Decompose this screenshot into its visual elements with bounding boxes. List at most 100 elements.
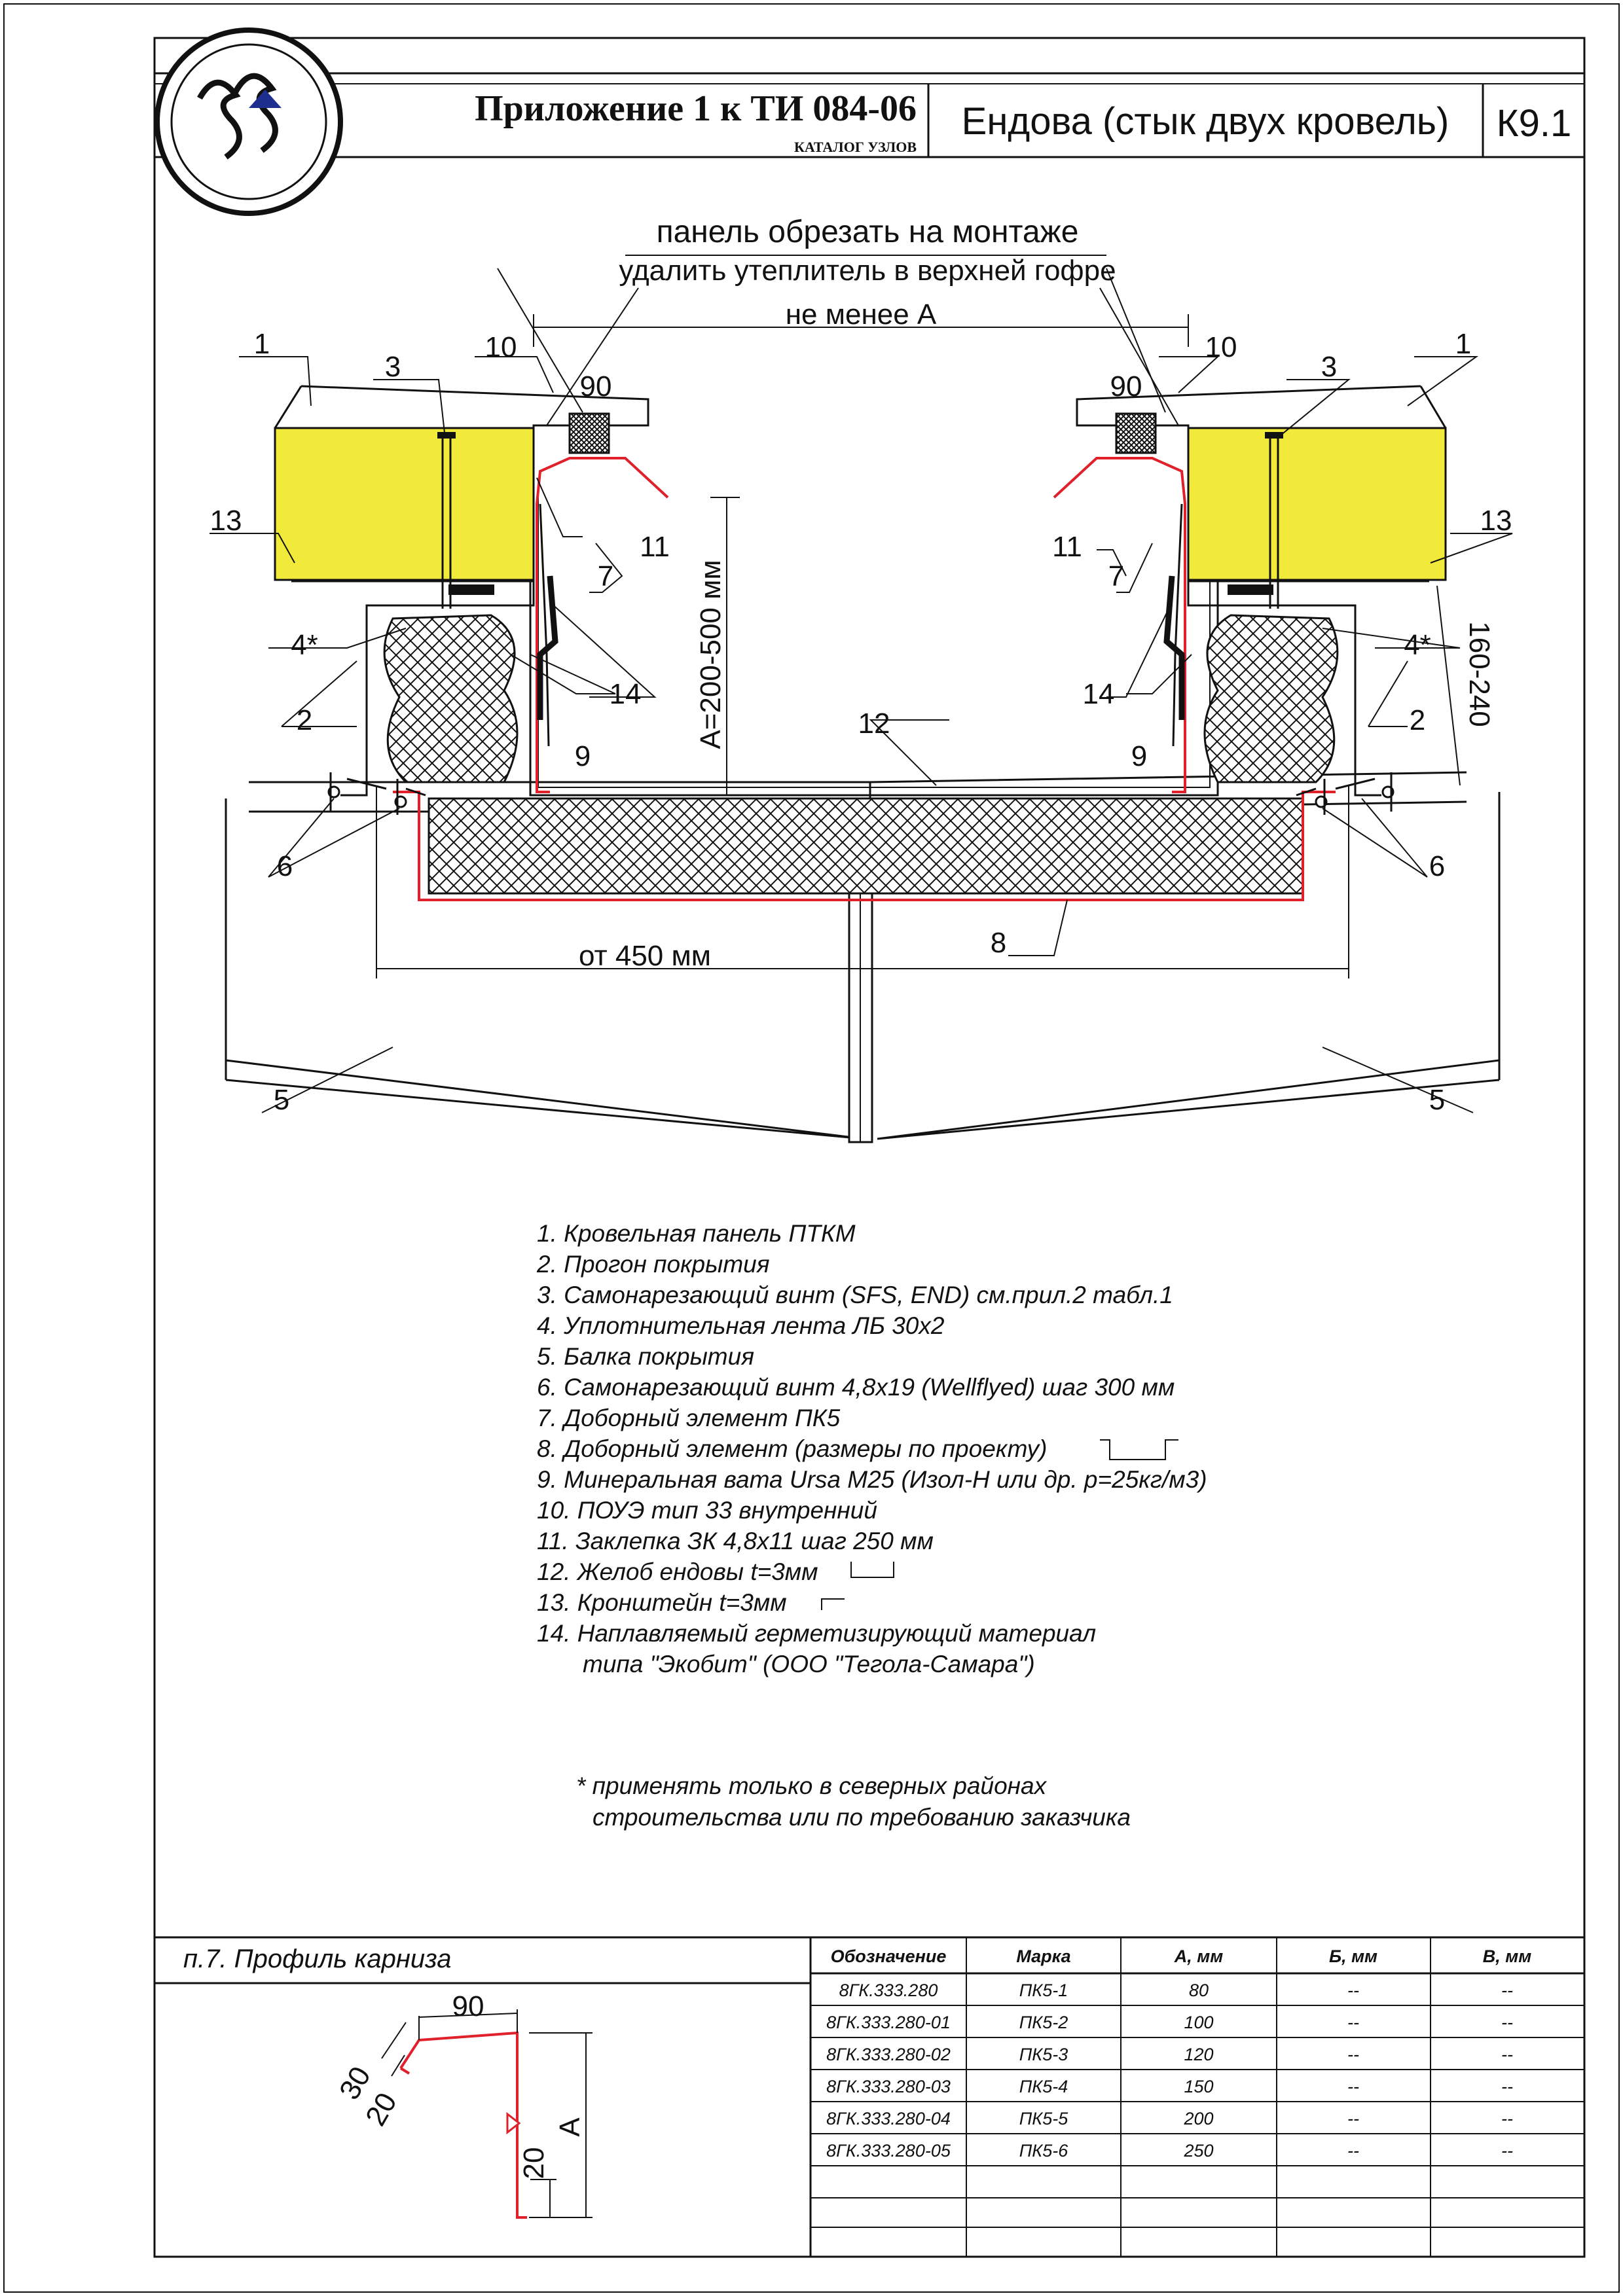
table-cell: -- (1347, 2013, 1359, 2032)
profile-dim-20-bottom: 20 (518, 2147, 550, 2179)
legend-item: 13. Кронштейн t=3мм (537, 1589, 787, 1616)
legend-item: 11. Заклепка ЗК 4,8х11 шаг 250 мм (537, 1528, 934, 1554)
table-cell: 8ГК.333.280-02 (826, 2045, 951, 2064)
table-header: В, мм (1483, 1946, 1531, 1966)
left-sandwich-panel (274, 427, 535, 581)
table-cell: 120 (1184, 2045, 1213, 2064)
legend-item: 12. Желоб ендовы t=3мм (537, 1558, 818, 1585)
company-logo (155, 27, 343, 216)
legend-symbol-13 (821, 1598, 845, 1610)
table-row: 8ГК.333.280-03 ПК5-4 150 -- -- (826, 2077, 1513, 2096)
left-roof-assembly (274, 385, 669, 815)
table-cell: 8ГК.333.280-04 (826, 2109, 951, 2128)
callout-6-left: 6 (277, 850, 293, 882)
table-cell: ПК5-5 (1019, 2109, 1068, 2128)
document-title: Приложение 1 к ТИ 084-06 (475, 88, 917, 129)
table-header: А, мм (1174, 1946, 1223, 1966)
callout-10-left: 10 (485, 331, 517, 363)
table-cell: 100 (1184, 2013, 1213, 2032)
legend-item: 2. Прогон покрытия (536, 1251, 770, 1278)
right-seal-tape (1115, 412, 1157, 454)
callout-14-right: 14 (1083, 678, 1115, 710)
legend-symbol-12 (850, 1562, 894, 1578)
table-row: 8ГК.333.280-01 ПК5-2 100 -- -- (826, 2013, 1513, 2032)
dim-a-range: А=200-500 мм (695, 560, 727, 749)
callout-10-right: 10 (1205, 331, 1237, 363)
callout-9-left: 9 (575, 740, 591, 772)
profile-dim-a: А (554, 2117, 586, 2137)
callout-3-right: 3 (1321, 351, 1337, 383)
table-cell: -- (1501, 2141, 1513, 2161)
footnote-line-2: строительства или по требованию заказчик… (593, 1804, 1131, 1831)
callout-labels: 1 3 10 13 4* 2 6 5 11 7 14 9 12 8 1 3 10… (210, 328, 1512, 1116)
table-cell: ПК5-3 (1019, 2045, 1068, 2064)
callout-5-right: 5 (1429, 1084, 1445, 1116)
table-cell: 150 (1184, 2077, 1213, 2096)
dim-not-less-a: не менее А (786, 298, 937, 331)
specification-table: Обозначение Марка А, мм Б, мм В, мм 8ГК.… (811, 1937, 1584, 2257)
table-cell: ПК5-1 (1019, 1981, 1068, 2000)
left-seal-tape (568, 412, 610, 454)
node-code: К9.1 (1497, 102, 1571, 145)
table-row: 8ГК.333.280-05 ПК5-6 250 -- -- (826, 2141, 1513, 2161)
footnote-line-1: * применять только в северных районах (576, 1772, 1048, 1799)
callout-7-left: 7 (598, 560, 613, 592)
table-cell: 8ГК.333.280-01 (826, 2013, 951, 2032)
callout-2-right: 2 (1410, 704, 1425, 736)
table-cell: -- (1347, 2141, 1359, 2161)
callout-13-right: 13 (1480, 505, 1512, 537)
callout-4-right: 4* (1404, 629, 1431, 661)
dim-from-450: от 450 мм (579, 940, 711, 972)
callout-2-left: 2 (297, 704, 312, 736)
leader-lines (210, 255, 1513, 1113)
table-cell: ПК5-6 (1019, 2141, 1068, 2161)
title-block: Приложение 1 к ТИ 084-06 КАТАЛОГ УЗЛОВ Е… (155, 27, 1584, 216)
table-cell: 8ГК.333.280-03 (826, 2077, 951, 2096)
legend-item: 14. Наплавляемый герметизирующий материа… (537, 1620, 1096, 1647)
legend-symbol-8 (1100, 1439, 1178, 1460)
table-cell: 80 (1189, 1981, 1209, 2000)
callout-3-left: 3 (385, 351, 401, 383)
table-cell: -- (1501, 2013, 1513, 2032)
table-cell: -- (1347, 2077, 1359, 2096)
callout-9-right: 9 (1131, 740, 1147, 772)
table-row: 8ГК.333.280 ПК5-1 80 -- -- (839, 1981, 1513, 2000)
table-cell: -- (1347, 2109, 1359, 2128)
table-cell: -- (1501, 2077, 1513, 2096)
legend-item: 7. Доборный элемент ПК5 (537, 1405, 841, 1431)
table-cell: -- (1501, 2045, 1513, 2064)
callout-14-left: 14 (610, 678, 642, 710)
table-header: Б, мм (1329, 1946, 1377, 1966)
legend-item: 5. Балка покрытия (537, 1343, 754, 1370)
legend-item: типа "Экобит" (ООО "Тегола-Самара") (583, 1651, 1035, 1677)
right-mineral-wool (1203, 614, 1339, 783)
document-subtitle: КАТАЛОГ УЗЛОВ (794, 139, 917, 155)
legend-item: 10. ПОУЭ тип 33 внутренний (537, 1497, 877, 1524)
table-row: 8ГК.333.280-02 ПК5-3 120 -- -- (826, 2045, 1513, 2064)
table-cell: 250 (1183, 2141, 1213, 2161)
callout-12: 12 (858, 708, 890, 740)
bottom-section: п.7. Профиль карниза 90 30 20 20 А (155, 1936, 1584, 2257)
table-cell: 8ГК.333.280 (839, 1981, 938, 2000)
table-cell: 200 (1183, 2109, 1213, 2128)
callout-1-left: 1 (254, 328, 270, 360)
table-cell: -- (1347, 1981, 1359, 2000)
callout-7-right: 7 (1108, 560, 1124, 592)
legend-item: 9. Минеральная вата Ursa M25 (Изол-Н или… (537, 1466, 1207, 1493)
table-row: 8ГК.333.280-04 ПК5-5 200 -- -- (826, 2109, 1513, 2128)
right-sandwich-panel (1187, 427, 1447, 581)
callout-5-left: 5 (274, 1084, 289, 1116)
table-header: Обозначение (831, 1946, 947, 1966)
callout-11-right: 11 (1052, 531, 1082, 563)
legend-item: 3. Самонарезающий винт (SFS, END) см.при… (537, 1282, 1173, 1308)
legend-item: 4. Уплотнительная лента ЛБ 30х2 (537, 1312, 945, 1339)
note-cut-panel: панель обрезать на монтаже (657, 215, 1079, 249)
callout-6-right: 6 (1429, 850, 1445, 882)
note-remove-insulation: удалить утеплитель в верхней гофре (619, 255, 1116, 287)
legend: 1. Кровельная панель ПТКМ 2. Прогон покр… (536, 1220, 1207, 1677)
bottom-mineral-wool (428, 797, 1304, 895)
dim-90-left: 90 (580, 370, 612, 403)
callout-11-left: 11 (640, 531, 670, 563)
table-cell: 8ГК.333.280-05 (826, 2141, 951, 2161)
